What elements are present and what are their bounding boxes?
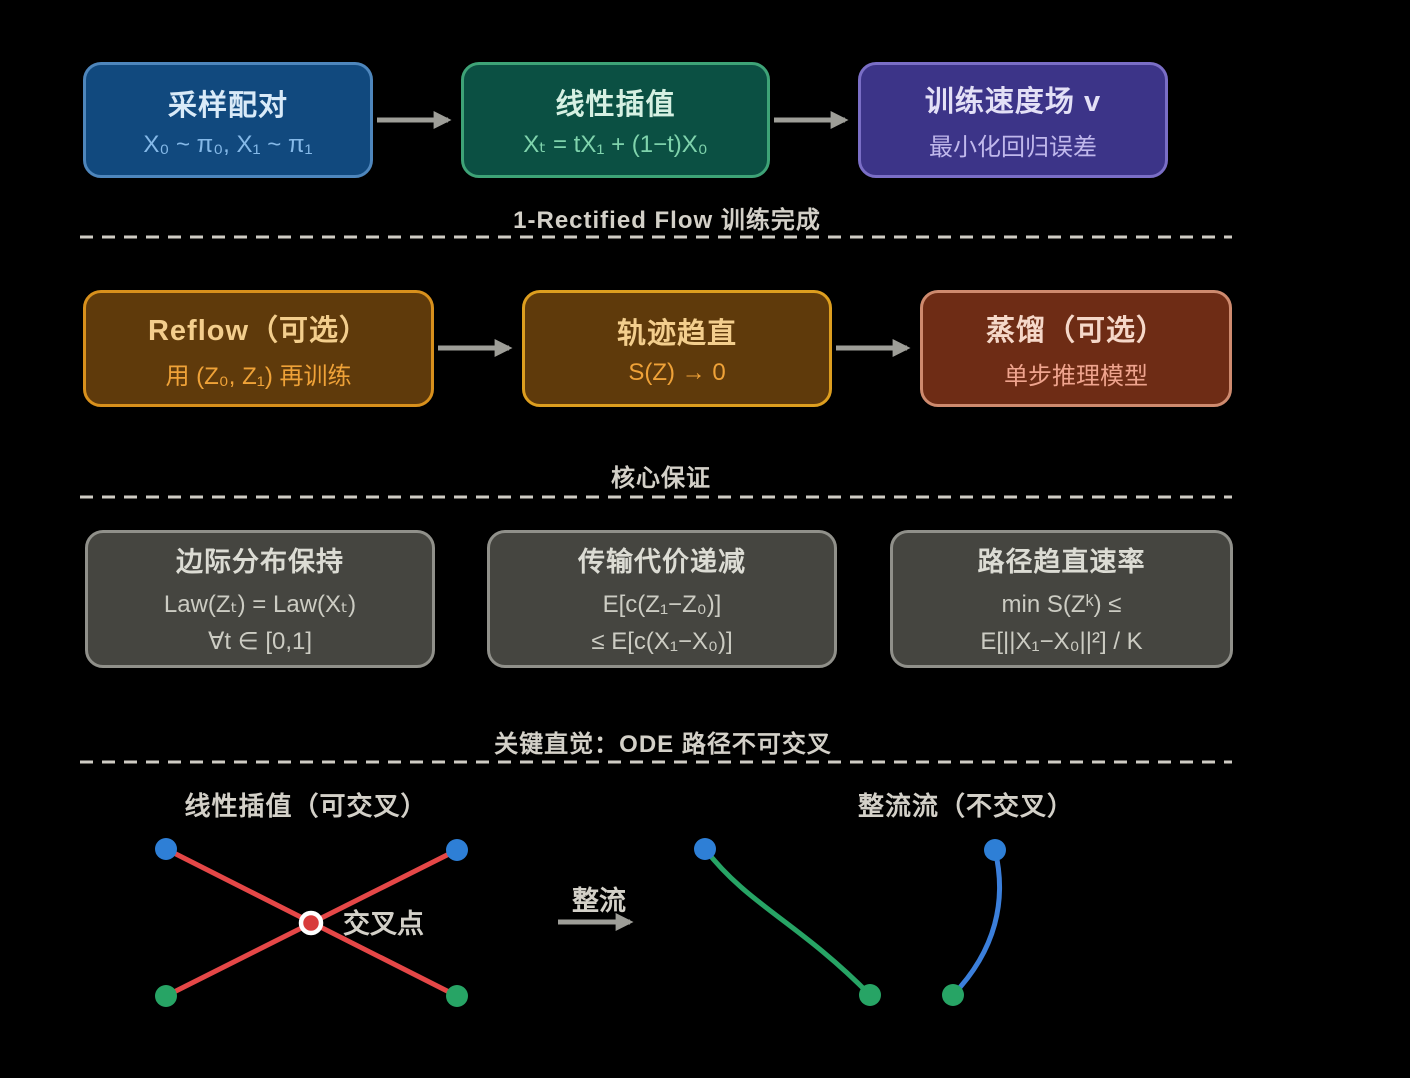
left-diagram-title: 线性插值（可交叉）	[184, 791, 428, 821]
box-formula-line1: Law(Zₜ) = Law(Xₜ)	[163, 591, 357, 619]
blue-flow-curve	[951, 849, 1003, 997]
box-title: 路径趋直速率	[977, 547, 1146, 578]
source-point-blue	[446, 839, 468, 861]
box-subtitle: Xₜ = tX₁ + (1−t)X₀	[523, 131, 708, 158]
box-title: 采样配对	[167, 89, 288, 122]
right-diagram-title: 整流流（不交叉）	[857, 791, 1075, 821]
box-title: 线性插值	[555, 89, 676, 121]
box-title: 蒸馏（可选）	[985, 314, 1166, 347]
caption-stage1: 1-Rectified Flow 训练完成	[513, 207, 821, 234]
box-subtitle: S(Z) → 0	[628, 359, 726, 386]
target-point-green	[859, 984, 881, 1006]
box-train-velocity-field: 训练速度场 v 最小化回归误差	[858, 62, 1168, 178]
crossing-paths-diagram: 交叉点	[155, 838, 468, 1007]
box-subtitle: 最小化回归误差	[929, 134, 1097, 161]
target-point-green	[942, 984, 964, 1006]
caption-core-guarantees: 核心保证	[611, 465, 711, 492]
rectify-transition: 整流	[558, 886, 634, 931]
box-transport-cost-decrease: 传输代价递减 E[c(Z₁−Z₀)] ≤ E[c(X₁−X₀)]	[487, 530, 837, 668]
box-title: Reflow（可选）	[147, 314, 370, 347]
box-trajectory-straightening: 轨迹趋直 S(Z) → 0	[522, 290, 832, 407]
box-formula-line1: E[c(Z₁−Z₀)]	[602, 591, 722, 619]
green-flow-curve	[703, 847, 872, 997]
box-formula-line2: ≤ E[c(X₁−X₀)]	[591, 627, 733, 655]
box-sampling-pairs: 采样配对 X₀ ~ π₀, X₁ ~ π₁	[83, 62, 373, 178]
box-straightening-rate: 路径趋直速率 min S(Zᵏ) ≤ E[||X₁−X₀||²] / K	[890, 530, 1233, 668]
rectify-label: 整流	[572, 886, 626, 916]
source-point-blue	[694, 838, 716, 860]
box-title: 轨迹趋直	[616, 318, 737, 350]
box-title: 传输代价递减	[578, 547, 746, 578]
box-formula-line2: E[||X₁−X₀||²] / K	[980, 627, 1143, 655]
box-subtitle: 单步推理模型	[1004, 362, 1148, 390]
crossing-point-label: 交叉点	[343, 908, 424, 939]
box-subtitle: X₀ ~ π₀, X₁ ~ π₁	[143, 130, 313, 158]
box-title: 边际分布保持	[176, 547, 344, 578]
box-formula-line1: min S(Zᵏ) ≤	[1001, 591, 1122, 619]
noncrossing-paths-diagram	[694, 838, 1006, 1006]
box-reflow: Reflow（可选） 用 (Z₀, Z₁) 再训练	[83, 290, 434, 407]
target-point-green	[155, 985, 177, 1007]
crossing-point-dot	[298, 910, 324, 936]
caption-key-intuition: 关键直觉：ODE 路径不可交叉	[494, 731, 832, 758]
box-title: 训练速度场 v	[924, 86, 1102, 118]
target-point-green	[446, 985, 468, 1007]
box-linear-interpolation: 线性插值 Xₜ = tX₁ + (1−t)X₀	[461, 62, 770, 178]
source-point-blue	[155, 838, 177, 860]
box-marginal-preservation: 边际分布保持 Law(Zₜ) = Law(Xₜ) ∀t ∈ [0,1]	[85, 530, 435, 668]
box-subtitle: 用 (Z₀, Z₁) 再训练	[165, 362, 352, 390]
source-point-blue	[984, 839, 1006, 861]
box-formula-line2: ∀t ∈ [0,1]	[207, 627, 313, 655]
box-distillation: 蒸馏（可选） 单步推理模型	[920, 290, 1232, 407]
